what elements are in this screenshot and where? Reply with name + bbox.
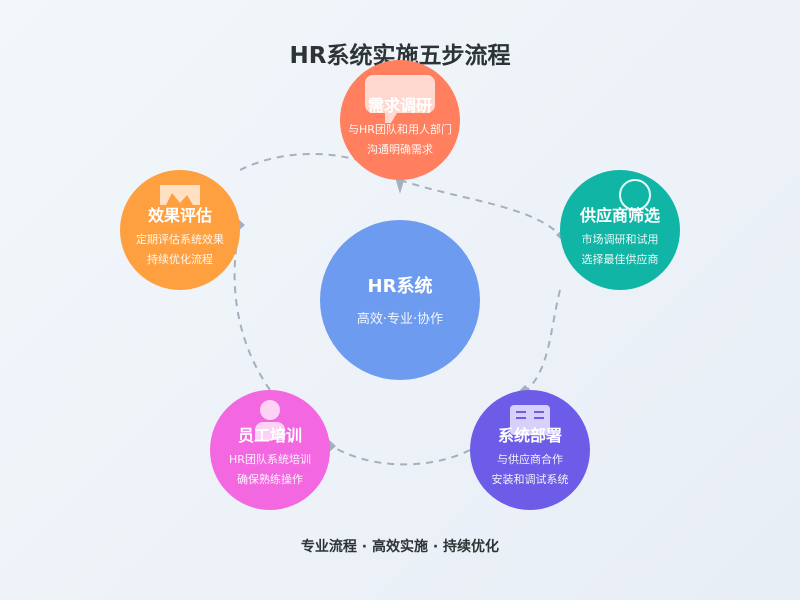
step-review: 效果评估 定期评估系统效果持续优化流程 xyxy=(120,170,240,290)
speech-bubble-tail xyxy=(385,113,397,123)
chart-icon xyxy=(160,185,200,205)
magnifier-icon xyxy=(619,179,651,211)
step-desc: 与HR团队和用人部门沟通明确需求 xyxy=(348,123,452,156)
person-body xyxy=(255,422,285,440)
step-research: 需求调研 与HR团队和用人部门沟通明确需求 xyxy=(340,60,460,180)
step-desc: 定期评估系统效果持续优化流程 xyxy=(136,233,224,266)
center-node: HR系统 高效·专业·协作 xyxy=(320,220,480,380)
arrow-deploy-to-training xyxy=(329,444,471,466)
center-subtitle: 高效·专业·协作 xyxy=(356,312,444,327)
step-training: 员工培训 HR团队系统培训确保熟练操作 xyxy=(210,390,330,510)
step-desc: 市场调研和试用选择最佳供应商 xyxy=(581,233,659,266)
step-name: 需求调研 xyxy=(367,96,432,115)
footer-tagline: 专业流程 · 高效实施 · 持续优化 xyxy=(300,539,500,555)
person-icon xyxy=(260,400,280,420)
step-desc: 与供应商合作安装和调试系统 xyxy=(491,453,569,486)
center-title: HR系统 xyxy=(367,276,433,297)
server-icon xyxy=(510,405,550,435)
step-vendor: 供应商筛选 市场调研和试用选择最佳供应商 xyxy=(560,170,680,290)
step-name: 员工培训 xyxy=(237,426,302,445)
step-name: 系统部署 xyxy=(497,426,562,445)
arrow-research-to-vendor xyxy=(399,179,561,236)
arrowhead xyxy=(395,177,405,194)
step-name: 效果评估 xyxy=(147,206,212,225)
step-deploy: 系统部署 与供应商合作安装和调试系统 xyxy=(470,390,590,510)
speech-bubble-icon xyxy=(365,75,435,113)
step-name: 供应商筛选 xyxy=(579,206,660,225)
step-desc: HR团队系统培训确保熟练操作 xyxy=(229,453,311,486)
arrow-vendor-to-deploy xyxy=(524,289,561,393)
